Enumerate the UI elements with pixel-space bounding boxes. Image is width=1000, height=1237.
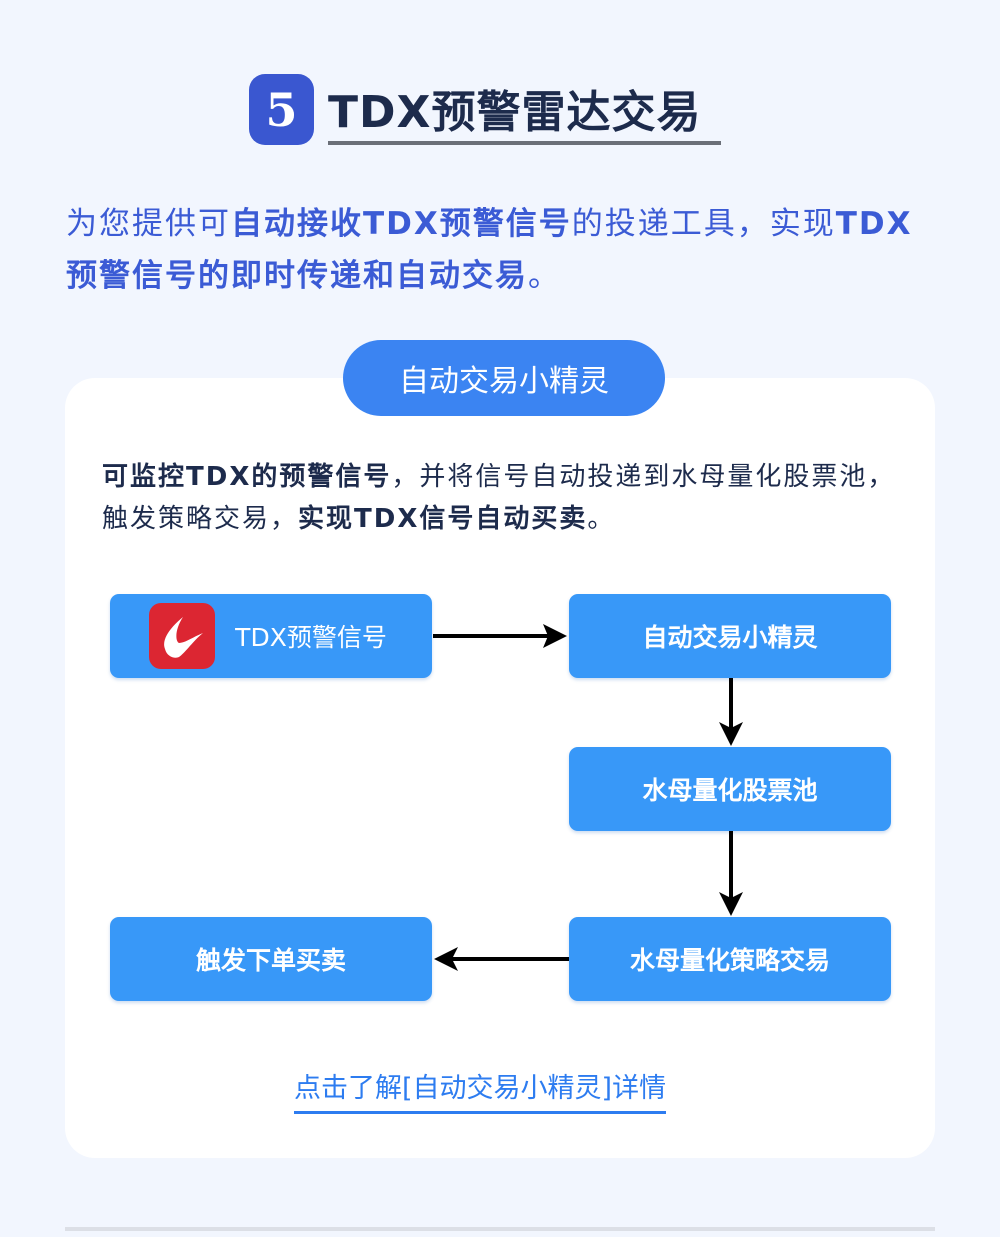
desc-seg: 。	[587, 504, 616, 534]
flow-box-stock-pool: 水母量化股票池	[569, 747, 891, 831]
intro-seg: 。	[528, 258, 561, 294]
section-title: TDX预警雷达交易	[328, 87, 702, 138]
intro-seg-bold: 自动接收TDX预警信号	[231, 206, 572, 242]
section-number-badge: 5	[249, 74, 314, 145]
section-divider	[65, 1227, 935, 1231]
desc-seg: ，并将信号自动投递到水母量化股票池，触发策略交易，	[102, 462, 896, 534]
desc-seg-bold: 实现TDX信号自动买卖	[298, 504, 588, 534]
title-underline	[328, 141, 721, 145]
desc-seg-bold: 可监控TDX的预警信号	[102, 462, 392, 492]
card-title-pill: 自动交易小精灵	[343, 340, 665, 416]
arrow-right-icon	[433, 624, 567, 648]
intro-seg: 的投递工具，实现	[571, 206, 836, 242]
flow-label: TDX预警信号	[235, 623, 387, 652]
arrow-down-icon	[719, 831, 743, 916]
flow-box-tdx-signal: TDX预警信号	[110, 594, 432, 678]
intro-seg-bold: TDX预警信号的即时传递和自动交易	[66, 206, 913, 294]
flow-box-robot: 自动交易小精灵	[569, 594, 891, 678]
arrow-left-icon	[434, 947, 569, 971]
flow-box-strategy: 水母量化策略交易	[569, 917, 891, 1001]
arrow-down-icon	[719, 678, 743, 746]
tdx-logo-icon	[149, 603, 215, 669]
intro-text: 为您提供可自动接收TDX预警信号的投递工具，实现TDX预警信号的即时传递和自动交…	[66, 198, 936, 302]
flow-box-order: 触发下单买卖	[110, 917, 432, 1001]
details-link[interactable]: 点击了解[自动交易小精灵]详情	[294, 1066, 667, 1114]
card-description: 可监控TDX的预警信号，并将信号自动投递到水母量化股票池，触发策略交易，实现TD…	[102, 456, 912, 540]
intro-seg: 为您提供可	[66, 206, 231, 242]
